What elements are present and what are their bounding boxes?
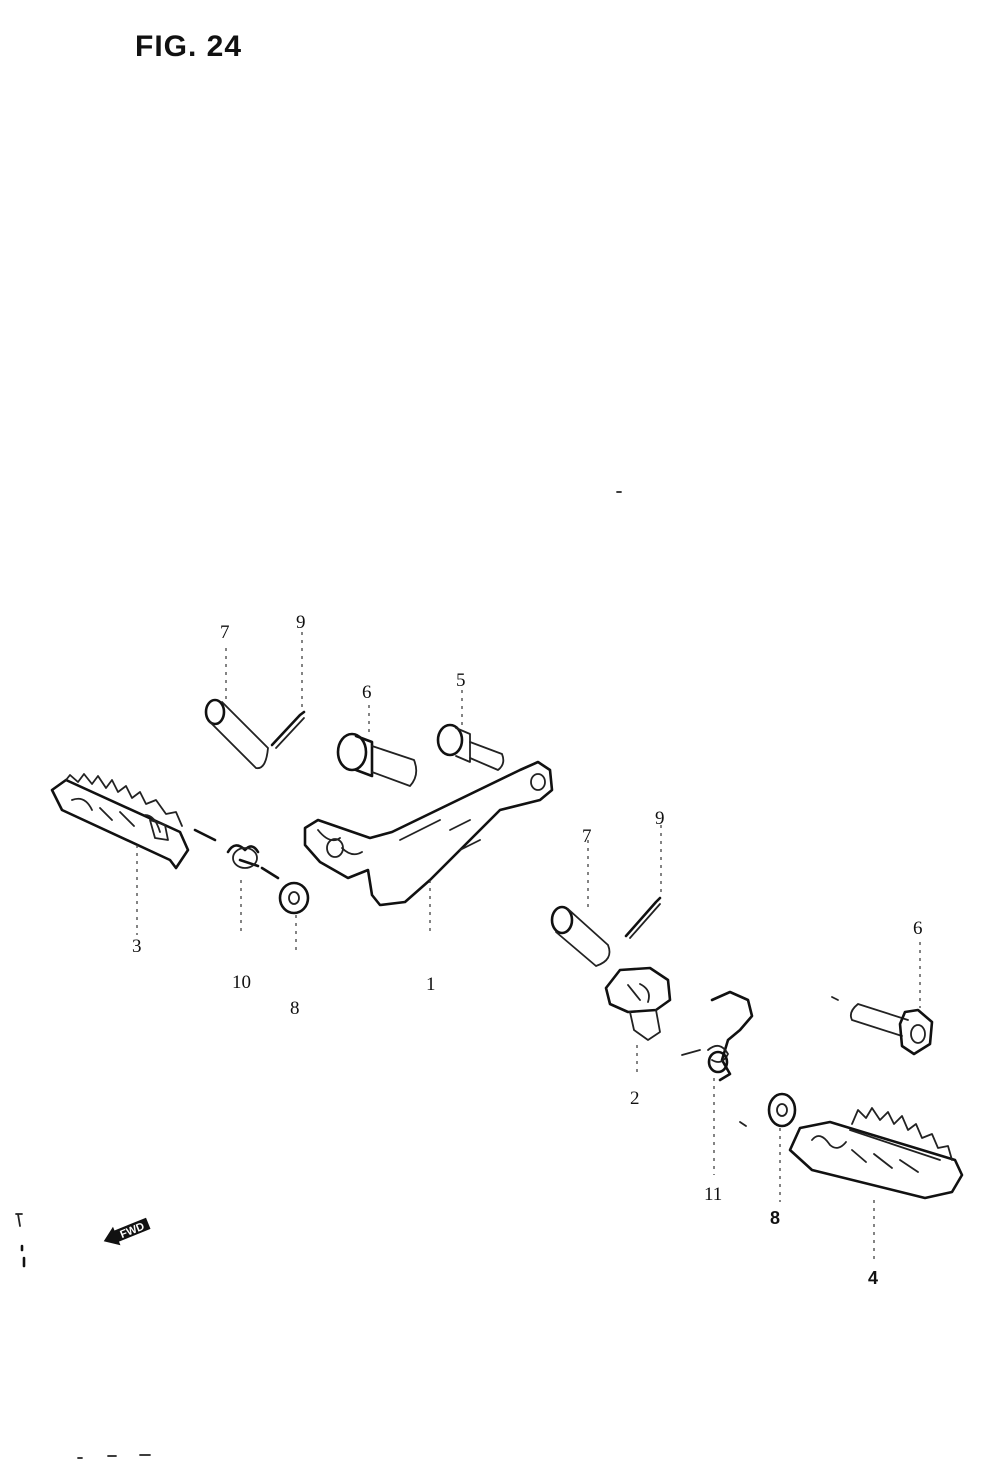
- pin-right: [550, 905, 611, 967]
- callout-11: 11: [704, 1184, 722, 1205]
- washer-right: [767, 1092, 797, 1128]
- callout-1: 1: [426, 974, 436, 995]
- spring-left: [193, 828, 280, 880]
- callout-3: 3: [132, 936, 142, 957]
- pin-left: [204, 698, 269, 770]
- callout-7-right: 7: [582, 826, 592, 847]
- fwd-arrow-icon: FWD: [103, 1217, 151, 1246]
- scan-marks: [15, 491, 622, 1459]
- small-bracket-right: [604, 966, 672, 1041]
- footrest-left: [50, 773, 190, 870]
- washer-left: [278, 881, 310, 915]
- bolt-upper-right: [436, 723, 505, 771]
- callout-7-left: 7: [220, 622, 230, 643]
- callout-8-left: 8: [290, 998, 300, 1019]
- callout-10: 10: [232, 972, 251, 993]
- callout-9-left: 9: [296, 612, 306, 633]
- footrest-bracket: [303, 760, 554, 907]
- callout-labels: 7 9 6 5 3 10 8 1 7 9 6 2 11 8 4: [132, 612, 923, 1288]
- callout-2: 2: [630, 1088, 640, 1109]
- figure-title: FIG. 24: [135, 30, 243, 63]
- bolt-upper-left: [336, 732, 418, 787]
- leader-lines: [136, 632, 921, 1262]
- callout-6-upper: 6: [362, 682, 372, 703]
- callout-5: 5: [456, 670, 466, 691]
- spring-right: [681, 990, 754, 1127]
- callout-9-right: 9: [655, 808, 665, 829]
- fwd-label: FWD: [119, 1220, 147, 1241]
- cotter-pin-left: [270, 710, 306, 749]
- cotter-pin-right: [624, 896, 662, 939]
- footrest-right: [788, 1107, 964, 1200]
- callout-4: 4: [868, 1268, 878, 1288]
- callout-6-right: 6: [913, 918, 923, 939]
- bolt-right: [831, 996, 934, 1056]
- callout-8-right: 8: [770, 1208, 780, 1228]
